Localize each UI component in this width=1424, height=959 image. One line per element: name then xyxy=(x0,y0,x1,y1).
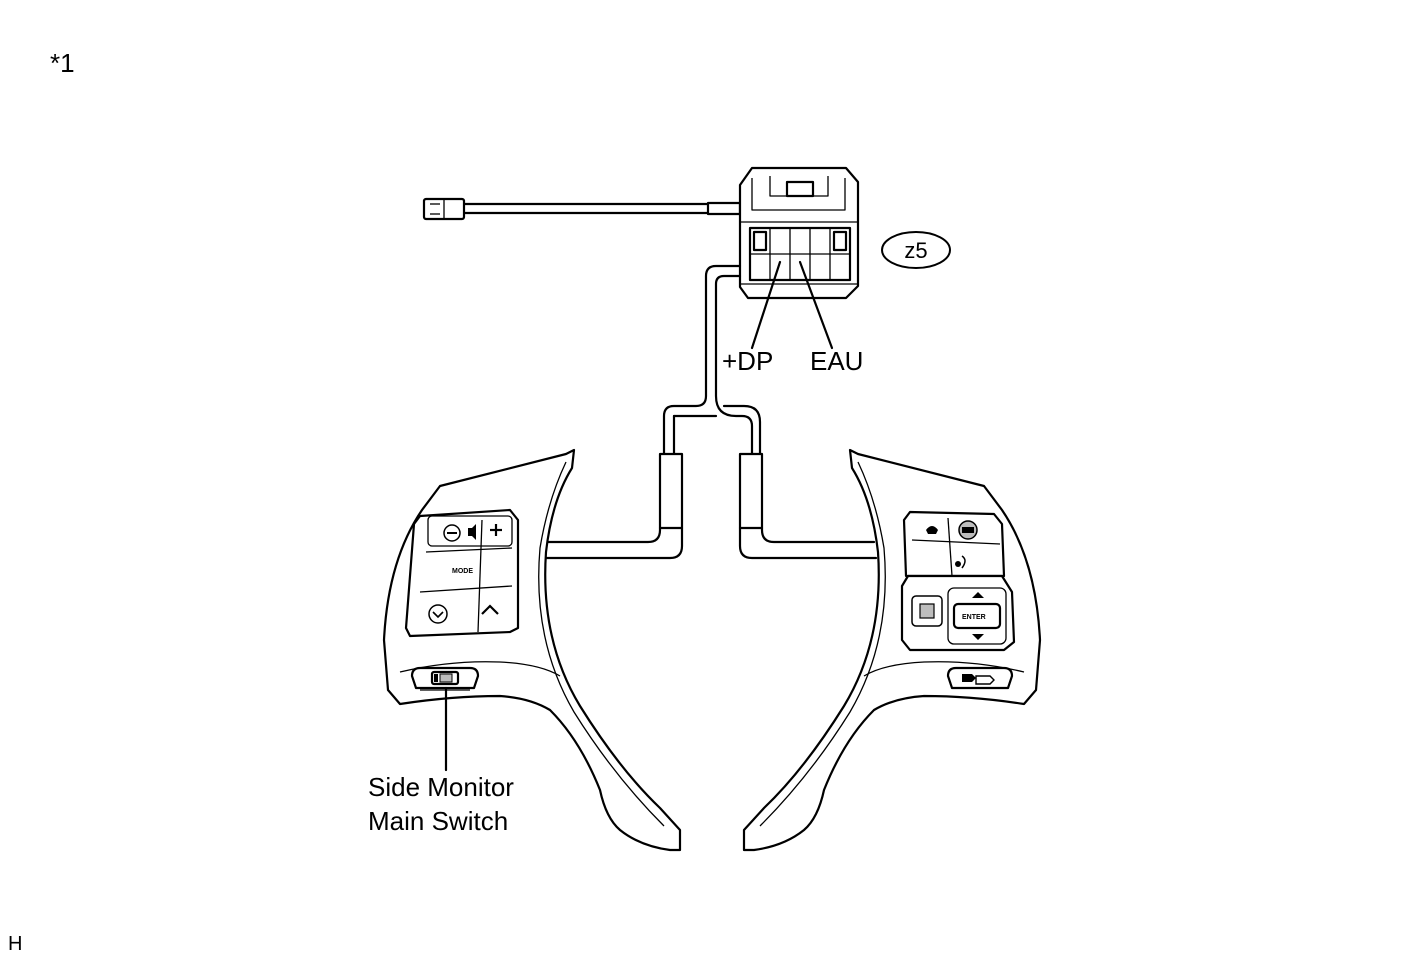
plug-icon xyxy=(422,197,466,221)
chevron-up-icon xyxy=(481,604,499,615)
display-icon xyxy=(911,595,943,627)
wire-harness xyxy=(544,264,878,560)
reference-mark: *1 xyxy=(50,48,75,78)
connector-code: z5 xyxy=(904,238,927,263)
terminal-dp-leader xyxy=(750,260,782,350)
arrow-down-icon xyxy=(972,634,984,640)
corner-code: H xyxy=(8,933,22,955)
switch-label-line1: Side Monitor xyxy=(368,772,514,802)
side-monitor-main-switch xyxy=(410,666,480,690)
switch-label-line2: Main Switch xyxy=(368,806,508,836)
connector-z5: z5 xyxy=(422,166,951,300)
speaker-icon xyxy=(468,524,476,540)
connector-code-balloon xyxy=(881,231,951,269)
mode-button-label: MODE xyxy=(452,568,473,575)
enter-button-label: ENTER xyxy=(962,614,986,621)
volume-down-icon xyxy=(443,524,461,542)
left-steering-switch: MODE xyxy=(382,448,682,852)
arrow-up-icon xyxy=(972,592,984,598)
phone-icon xyxy=(926,526,938,534)
right-steering-switch: ENTER xyxy=(742,448,1042,852)
terminal-eau-leader xyxy=(798,260,834,350)
terminal-label-eau: EAU xyxy=(810,346,863,376)
hang-up-icon xyxy=(958,520,978,540)
camera-switch-button xyxy=(946,666,1014,690)
seek-down-icon xyxy=(428,604,448,624)
voice-icon xyxy=(955,555,966,569)
terminal-label-dp: +DP xyxy=(722,346,773,376)
volume-up-icon xyxy=(490,524,502,536)
